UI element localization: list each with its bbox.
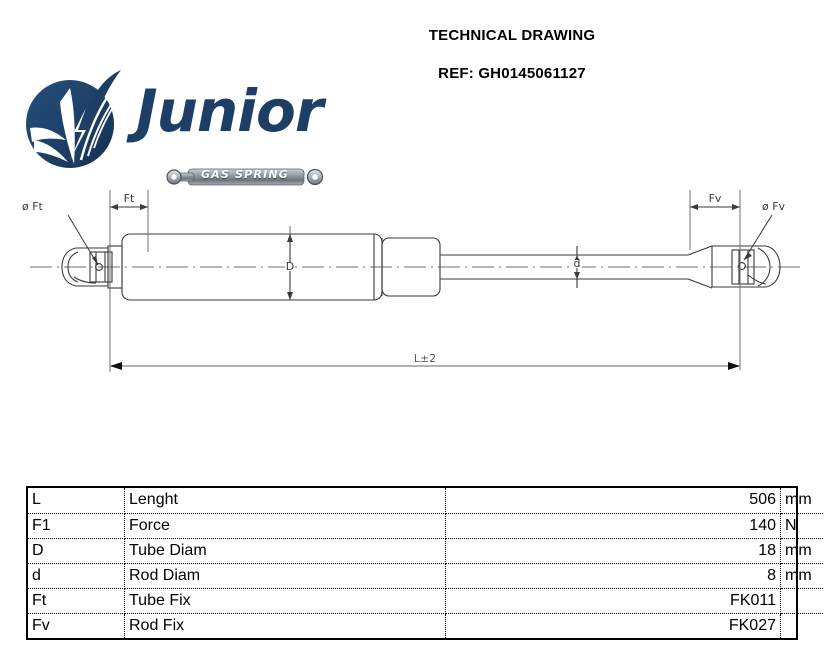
row-unit [781,613,824,638]
leader-rod-fix-diameter: ø Fv [743,200,786,261]
dimension-label-phi-fv: ø Fv [762,200,786,213]
dimension-label-d-tube: D [286,260,294,273]
row-symbol: d [28,563,125,589]
row-unit: mm [780,488,824,514]
row-symbol: L [28,488,125,514]
row-description: Rod Fix [124,613,446,638]
row-unit: mm [780,563,824,589]
dimension-tube-fix: Ft [109,190,149,310]
row-value: 506 [445,488,781,514]
row-symbol: Ft [28,588,125,614]
spec-table-body: L Lenght 506 mm F1 Force 140 N D Tube Di… [28,488,824,638]
tube-fixing-eyelet [61,245,123,289]
row-value: FK011 [445,588,781,614]
gas-spring-schematic: Ft ø Ft Fv ø Fv [22,190,800,372]
table-row: Fv Rod Fix FK027 [28,613,824,638]
row-unit: N [780,513,824,539]
row-unit: mm [780,538,824,564]
dimension-label-ft: Ft [124,192,135,205]
brand-wordmark: Junior [136,77,323,145]
brand-tagline: GAS SPRING [200,168,290,181]
row-value: 8 [445,563,781,589]
row-symbol: D [28,538,125,564]
cylinder-tube [121,233,441,301]
dimension-label-phi-ft: ø Ft [22,200,44,213]
specification-table: L Lenght 506 mm F1 Force 140 N D Tube Di… [26,486,824,640]
table-row: Ft Tube Fix FK011 [28,588,824,614]
row-value: FK027 [445,613,781,638]
row-value: 140 [445,513,781,539]
table-row: L Lenght 506 mm [28,488,824,514]
document-header: TECHNICAL DRAWING REF: GH0145061127 [0,0,824,186]
leader-tube-fix-diameter: ø Ft [22,200,99,266]
dimension-rod-diameter: d [572,246,582,288]
row-description: Tube Fix [124,588,446,614]
page-title: TECHNICAL DRAWING [428,27,596,44]
gas-spring-drawing: Ft ø Ft Fv ø Fv [0,180,824,395]
rod-fixing-eyelet [711,245,781,288]
dimension-label-overall-length: L±2 [414,352,436,365]
table-row: d Rod Diam 8 mm [28,563,824,589]
reference-number: REF: GH0145061127 [438,65,586,82]
row-description: Rod Diam [124,563,446,589]
dimension-label-d-rod: d [574,257,581,270]
dimension-tube-diameter: D [285,226,295,300]
row-value: 18 [445,538,781,564]
row-description: Force [124,513,446,539]
brand-logo: Junior GAS SPRING [24,60,323,186]
gas-spring-banner-icon [166,168,324,186]
dimension-rod-fix: Fv [689,190,741,370]
table-row: F1 Force 140 N [28,513,824,539]
table-row: D Tube Diam 18 mm [28,538,824,564]
row-description: Tube Diam [124,538,446,564]
row-symbol: Fv [28,613,125,638]
dimension-label-fv: Fv [709,192,722,205]
row-symbol: F1 [28,513,125,539]
row-unit [780,588,824,614]
row-description: Lenght [124,488,446,514]
piston-rod [440,245,713,289]
dimension-overall-length: L±2 [109,310,740,372]
junior-emblem-icon [26,70,121,168]
